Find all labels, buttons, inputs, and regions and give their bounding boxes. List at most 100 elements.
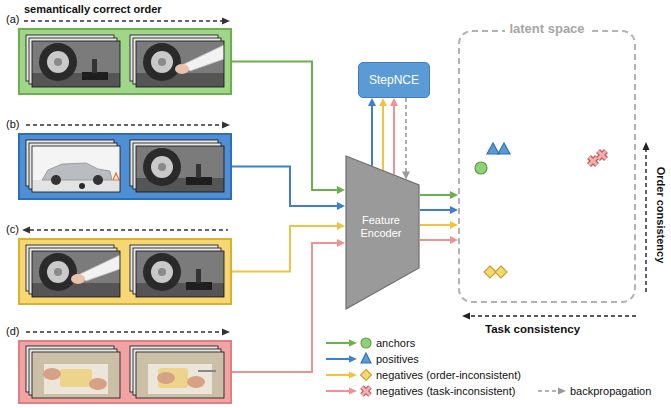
connector — [420, 221, 458, 229]
loss-box: StepNCE — [358, 62, 430, 98]
order-arrow — [24, 20, 222, 21]
clip-box: (c) — [18, 238, 232, 305]
arrowhead — [462, 313, 470, 320]
clip-box: (a) — [18, 28, 232, 95]
legend-line — [326, 358, 350, 360]
frame-stack — [130, 346, 224, 398]
legend-text: negatives (task-inconsistent) — [376, 385, 515, 397]
legend-text: backpropagation — [570, 385, 651, 397]
arrowhead — [222, 18, 230, 25]
connector-line — [232, 167, 339, 207]
cross-stroke — [598, 151, 606, 159]
cross-stroke — [362, 387, 370, 395]
frame-stack — [26, 140, 120, 192]
legend-shape — [361, 338, 371, 348]
row-tag: (a) — [6, 13, 22, 26]
cross-stroke — [598, 151, 606, 159]
connector — [379, 98, 387, 170]
node-text: StepNCE — [369, 73, 419, 87]
clip-fill — [18, 340, 232, 404]
clip-fill — [18, 133, 232, 200]
arrowhead — [558, 388, 566, 395]
connector — [232, 222, 345, 272]
connector-line — [232, 62, 339, 191]
cross-stroke — [589, 157, 597, 165]
legend-entry: negatives (order-inconsistent) — [376, 368, 521, 382]
clip-fill — [18, 28, 232, 95]
connector-line — [420, 224, 452, 226]
trapezoid-shape — [346, 156, 419, 309]
frame-stack — [130, 245, 224, 297]
clip-box: (d) — [18, 340, 232, 404]
arrowhead — [337, 186, 345, 194]
connector — [368, 98, 376, 166]
frame — [136, 41, 224, 87]
order-note: semantically correct order — [24, 3, 162, 16]
connector-line — [382, 104, 384, 170]
arrowhead — [337, 202, 345, 210]
region-title: latent space — [505, 21, 588, 37]
legend-line — [326, 374, 350, 376]
axis-arrow — [645, 150, 646, 292]
encoder-trapezoid: Feature Encoder — [345, 155, 420, 310]
arrowhead — [337, 239, 345, 247]
frame-image — [32, 251, 120, 297]
frame-image — [32, 41, 120, 87]
order-negative-point — [495, 266, 507, 278]
legend-text: negatives (order-inconsistent) — [376, 369, 521, 381]
frame-image — [136, 352, 224, 398]
cross-stroke — [362, 387, 370, 395]
legend-entry: backpropagation — [570, 384, 651, 398]
legend-text: positives — [376, 353, 419, 365]
connector — [402, 98, 410, 179]
clip-fill — [18, 238, 232, 305]
clip-box: (b) — [18, 133, 232, 200]
cross-stroke — [598, 151, 606, 159]
axis-arrow — [470, 315, 636, 316]
arrowhead — [390, 98, 398, 106]
frame-stack — [26, 346, 120, 398]
latent-space-region: latent space — [458, 30, 636, 303]
arrowhead — [450, 221, 458, 229]
frame-image — [136, 251, 224, 297]
legend-shape — [361, 370, 372, 381]
legend-shape — [361, 353, 371, 363]
connector-line — [420, 194, 452, 196]
arrowhead — [222, 329, 230, 336]
cross-stroke — [362, 387, 370, 395]
positive-point — [487, 143, 499, 154]
frame — [32, 41, 120, 87]
frame — [136, 146, 224, 192]
connector — [232, 62, 345, 195]
connector — [232, 239, 345, 372]
arrowhead — [349, 372, 357, 379]
frame-image — [136, 41, 224, 87]
cross-stroke — [589, 157, 597, 165]
connector-line — [393, 104, 395, 175]
legend-entry: anchors — [376, 336, 415, 350]
connector-line — [232, 226, 339, 272]
arrowhead — [379, 98, 387, 106]
legend-text: anchors — [376, 337, 415, 349]
row-tag: (b) — [6, 118, 22, 131]
frame-image — [136, 146, 224, 192]
connector-line — [420, 209, 452, 211]
arrowhead — [349, 388, 357, 395]
connector-line — [371, 104, 373, 166]
legend-entry: positives — [376, 352, 419, 366]
frame-stack — [130, 140, 224, 192]
arrowhead — [349, 356, 357, 363]
connector — [420, 206, 458, 214]
arrowhead — [450, 191, 458, 199]
connector — [232, 167, 345, 211]
connector — [420, 191, 458, 199]
frame — [32, 251, 120, 297]
frame-stack — [130, 35, 224, 87]
row-tag: (c) — [6, 223, 22, 236]
row-tag: (d) — [6, 325, 22, 338]
connector-line — [420, 239, 452, 241]
frame-image — [32, 352, 120, 398]
